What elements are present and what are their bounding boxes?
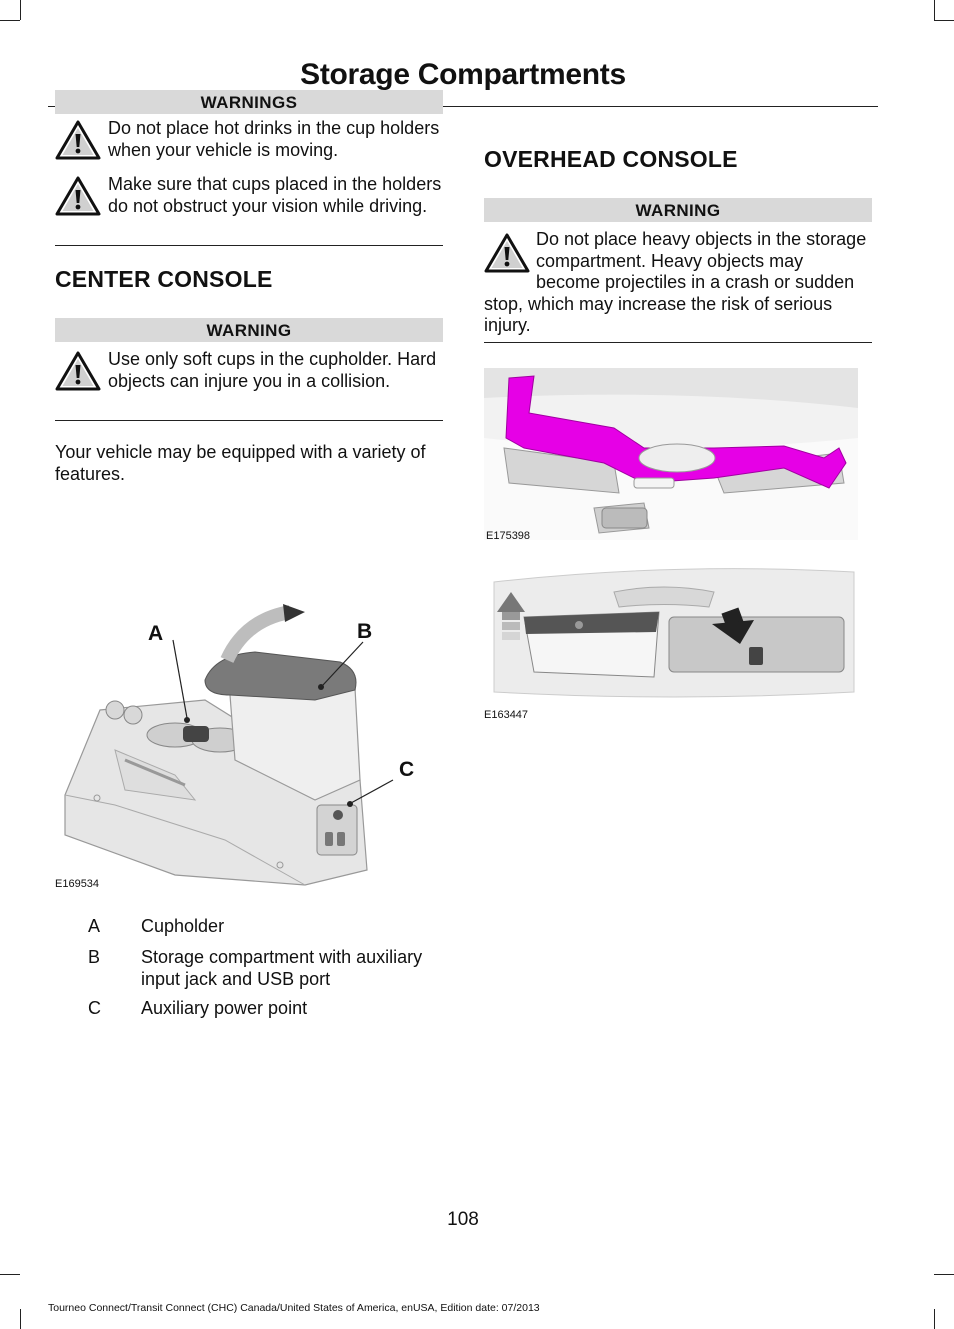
legend-row: C Auxiliary power point [55,998,443,1020]
warning-item: Do not place heavy objects in the storag… [484,229,872,337]
warning-triangle-icon [55,120,101,160]
arrow-up-icon [497,592,525,640]
legend-key: B [88,947,101,967]
overhead-console-heading: OVERHEAD CONSOLE [484,146,738,172]
overhead-console-warning-label: WARNING [484,198,872,222]
legend-text: Cupholder [141,916,225,936]
figure-code: E169534 [55,878,100,890]
center-console-heading: CENTER CONSOLE [55,266,273,292]
warning-item: Make sure that cups placed in the holder… [55,174,443,217]
overhead-figure-1: E175398 [484,368,872,548]
crop-mark [934,1309,935,1329]
callout-line-c [350,779,394,804]
crop-mark [934,1274,954,1275]
legend-key: A [88,916,101,936]
legend-text: Storage compartment with auxiliary input… [141,947,423,989]
overhead-compartment-illustration [493,568,855,698]
page-number: 108 [447,1209,479,1230]
callout-c: C [399,758,415,781]
legend-text: Auxiliary power point [141,998,308,1018]
page-title: Storage Compartments [300,58,626,91]
callout-b: B [357,620,373,643]
overhead-figure-2: E163447 [484,562,872,727]
arrow-down-icon [712,607,754,644]
warning-triangle-icon [55,176,101,216]
warning-item: Use only soft cups in the cupholder. Har… [55,349,443,392]
legend-key: C [88,998,101,1018]
center-console-warning-label: WARNING [55,318,443,342]
warning-triangle-icon [55,351,101,391]
callout-line-b [322,641,364,686]
warning-text: Use only soft cups in the cupholder. Har… [108,349,437,391]
callout-line-a [172,639,188,719]
crop-mark [20,1309,21,1329]
overhead-console-illustration [484,368,858,540]
crop-mark [934,0,935,20]
center-console-illustration [64,604,394,886]
callout-a: A [148,622,164,645]
center-console-intro: Your vehicle may be equipped with a vari… [55,442,426,484]
crop-mark [0,1274,20,1275]
warning-item: Do not place hot drinks in the cup holde… [55,118,443,161]
figure-code: E175398 [486,530,531,542]
warning-rule [55,245,443,246]
warning-rule [55,420,443,421]
header-rule [48,106,878,107]
warning-triangle-icon [484,233,530,273]
crop-mark [0,20,20,21]
footer-edition: Tourneo Connect/Transit Connect (CHC) Ca… [48,1302,540,1314]
center-console-figure: A B C E169534 [55,600,443,895]
crop-mark [20,0,21,20]
legend-row: B Storage compartment with auxiliary inp… [55,947,443,990]
legend-row: A Cupholder [55,916,443,938]
warning-text: Make sure that cups placed in the holder… [108,174,442,216]
crop-mark [934,20,954,21]
warning-rule [484,342,872,343]
figure-code: E163447 [484,709,529,721]
cup-holders-warning-label: WARNINGS [55,90,443,114]
warning-text: Do not place hot drinks in the cup holde… [108,118,440,160]
warning-text: Do not place heavy objects in the storag… [484,229,867,335]
